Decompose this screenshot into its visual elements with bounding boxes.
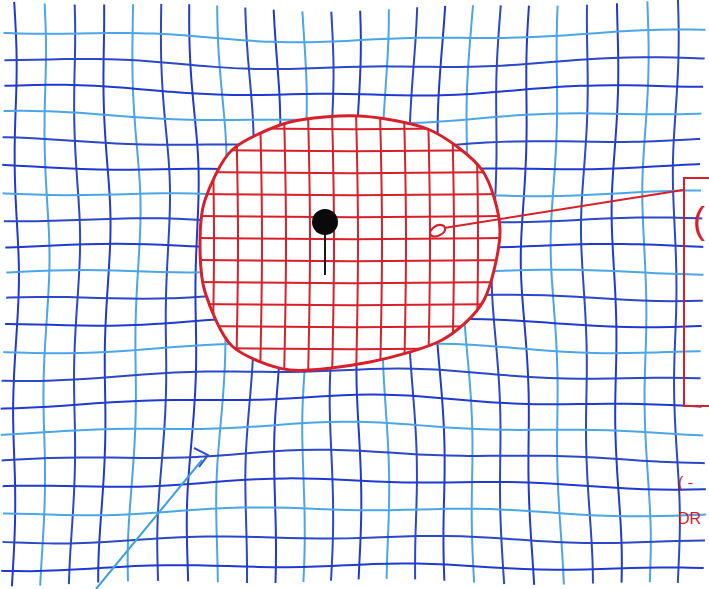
grid-line	[3, 478, 706, 489]
red-grid-line	[195, 348, 510, 349]
grid-line	[581, 5, 593, 584]
box-text: (	[693, 201, 705, 241]
pointer-line	[96, 460, 202, 589]
grid-line	[642, 1, 651, 582]
grid-line	[2, 369, 701, 381]
grid-line	[612, 3, 622, 582]
grid-line	[128, 4, 141, 581]
red-grid-line	[195, 128, 510, 129]
red-grid-line	[195, 194, 510, 195]
grid-line	[3, 507, 706, 516]
note-text: DR	[678, 510, 701, 528]
red-grid-line	[212, 110, 214, 380]
red-grid	[195, 110, 510, 380]
callout-box: (	[683, 177, 709, 407]
red-region	[200, 116, 500, 371]
leader-line	[444, 190, 683, 228]
red-grid-line	[195, 282, 510, 283]
red-grid-line	[476, 110, 478, 380]
red-grid-line	[195, 216, 510, 217]
grid-line	[69, 4, 80, 584]
red-grid-line	[195, 260, 510, 261]
pointer-head	[194, 448, 208, 467]
black-dot	[312, 209, 338, 235]
red-grid-line	[195, 304, 510, 305]
grid-line	[40, 3, 49, 585]
grid-line	[4, 85, 703, 96]
grid-line	[187, 4, 199, 581]
grid-line	[3, 29, 705, 42]
grid-line	[2, 450, 705, 463]
grid-line	[4, 57, 704, 69]
grid-line	[3, 536, 705, 544]
red-grid-line	[195, 172, 510, 173]
red-scribble	[430, 225, 445, 237]
grid-line	[12, 2, 19, 587]
red-grid-line	[195, 370, 510, 371]
grid-line	[1, 422, 703, 436]
grid-line	[1, 395, 702, 409]
note-text: ( -	[678, 474, 693, 492]
grid-line	[1, 563, 704, 571]
red-grid-line	[195, 238, 510, 239]
grid-line	[98, 5, 110, 583]
red-region-outline	[200, 116, 500, 371]
